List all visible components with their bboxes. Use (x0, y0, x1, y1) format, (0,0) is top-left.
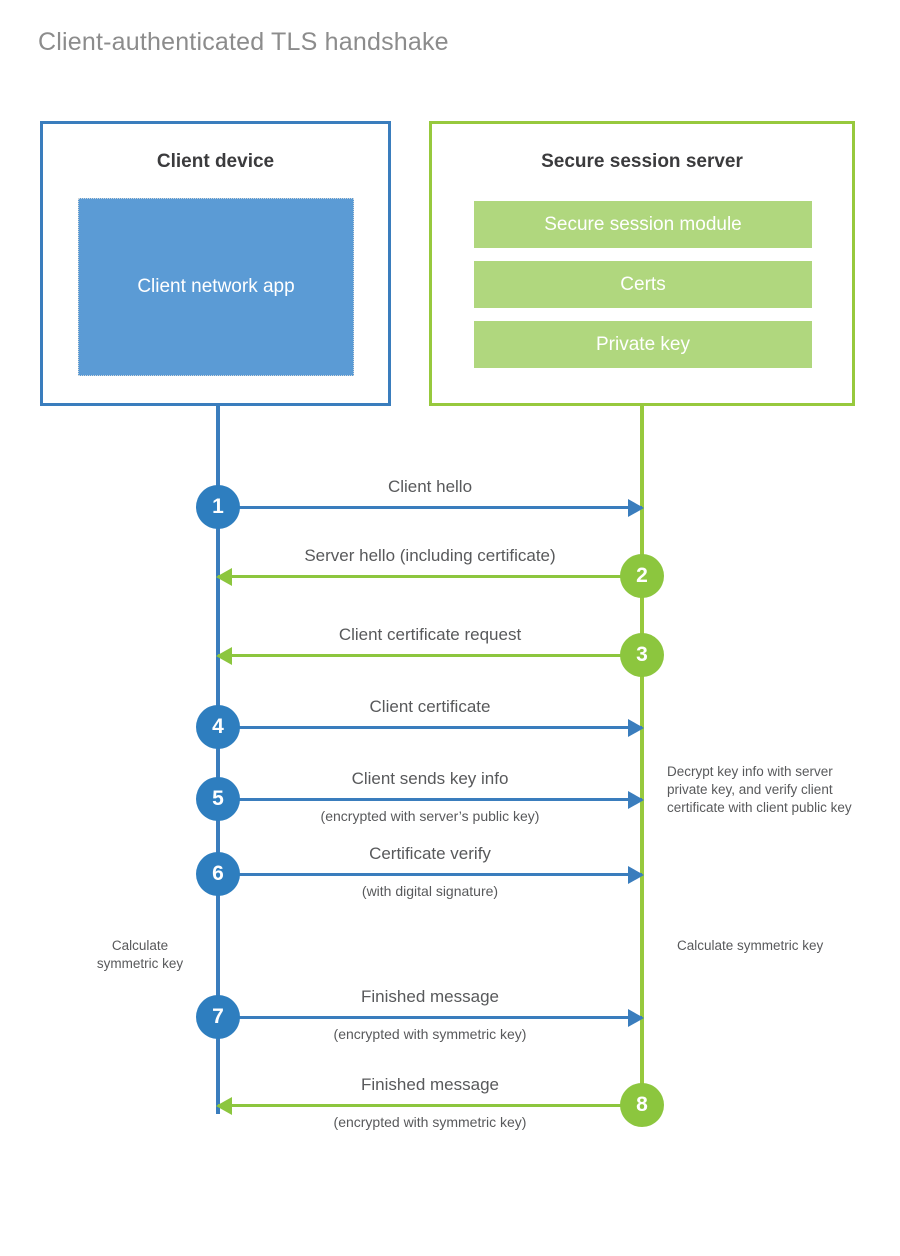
step-8-sublabel: (encrypted with symmetric key) (333, 1114, 527, 1130)
step-6-number-badge: 6 (196, 852, 240, 896)
step-1-label: Client hello (387, 477, 473, 496)
step-4-label: Client certificate (369, 697, 491, 716)
server-component-private-key: Private key (474, 321, 812, 368)
arrow-right-icon (628, 499, 644, 517)
step-8-arrow-line (218, 1104, 642, 1107)
step-6-sublabel: (with digital signature) (361, 883, 499, 899)
step-8-label: Finished message (361, 1075, 499, 1094)
arrow-left-icon (216, 568, 232, 586)
server-decrypt-annotation: Decrypt key info with server private key… (667, 764, 852, 815)
arrow-right-icon (628, 866, 644, 884)
page-title: Client-authenticated TLS handshake (38, 28, 449, 56)
step-6-label: Certificate verify (369, 844, 491, 863)
server-component-list: Secure session module Certs Private key (474, 201, 812, 381)
step-6-arrow-line (218, 873, 642, 876)
client-calculate-symmetric-key-annotation: Calculate symmetric key (96, 938, 184, 971)
client-network-app-box: Client network app (78, 198, 354, 376)
step-1-number-badge: 1 (196, 485, 240, 529)
step-7-arrow-line (218, 1016, 642, 1019)
secure-session-server-title: Secure session server (541, 151, 743, 172)
arrow-left-icon (216, 647, 232, 665)
server-calculate-symmetric-key-annotation: Calculate symmetric key (677, 938, 824, 953)
step-2-label: Server hello (including certificate) (304, 546, 556, 565)
client-device-title: Client device (156, 151, 275, 172)
step-2-arrow-line (218, 575, 642, 578)
step-7-sublabel: (encrypted with symmetric key) (333, 1026, 527, 1042)
server-component-certs: Certs (474, 261, 812, 308)
step-5-sublabel: (encrypted with server’s public key) (320, 808, 540, 824)
step-8-number-badge: 8 (620, 1083, 664, 1127)
step-7-label: Finished message (361, 987, 499, 1006)
arrow-right-icon (628, 791, 644, 809)
step-3-arrow-line (218, 654, 642, 657)
client-network-app-label: Client network app (137, 276, 295, 297)
server-lifeline (640, 406, 644, 1106)
step-1-arrow-line (218, 506, 642, 509)
arrow-left-icon (216, 1097, 232, 1115)
step-3-label: Client certificate request (338, 625, 522, 644)
arrow-right-icon (628, 719, 644, 737)
step-2-number-badge: 2 (620, 554, 664, 598)
server-component-secure-session-module: Secure session module (474, 201, 812, 248)
step-3-number-badge: 3 (620, 633, 664, 677)
client-lifeline (216, 406, 220, 1114)
step-4-number-badge: 4 (196, 705, 240, 749)
step-5-number-badge: 5 (196, 777, 240, 821)
step-4-arrow-line (218, 726, 642, 729)
secure-session-server-box: Secure session server Secure session mod… (429, 121, 855, 406)
step-5-label: Client sends key info (351, 769, 509, 788)
step-7-number-badge: 7 (196, 995, 240, 1039)
arrow-right-icon (628, 1009, 644, 1027)
step-5-arrow-line (218, 798, 642, 801)
client-device-box: Client device Client network app (40, 121, 391, 406)
